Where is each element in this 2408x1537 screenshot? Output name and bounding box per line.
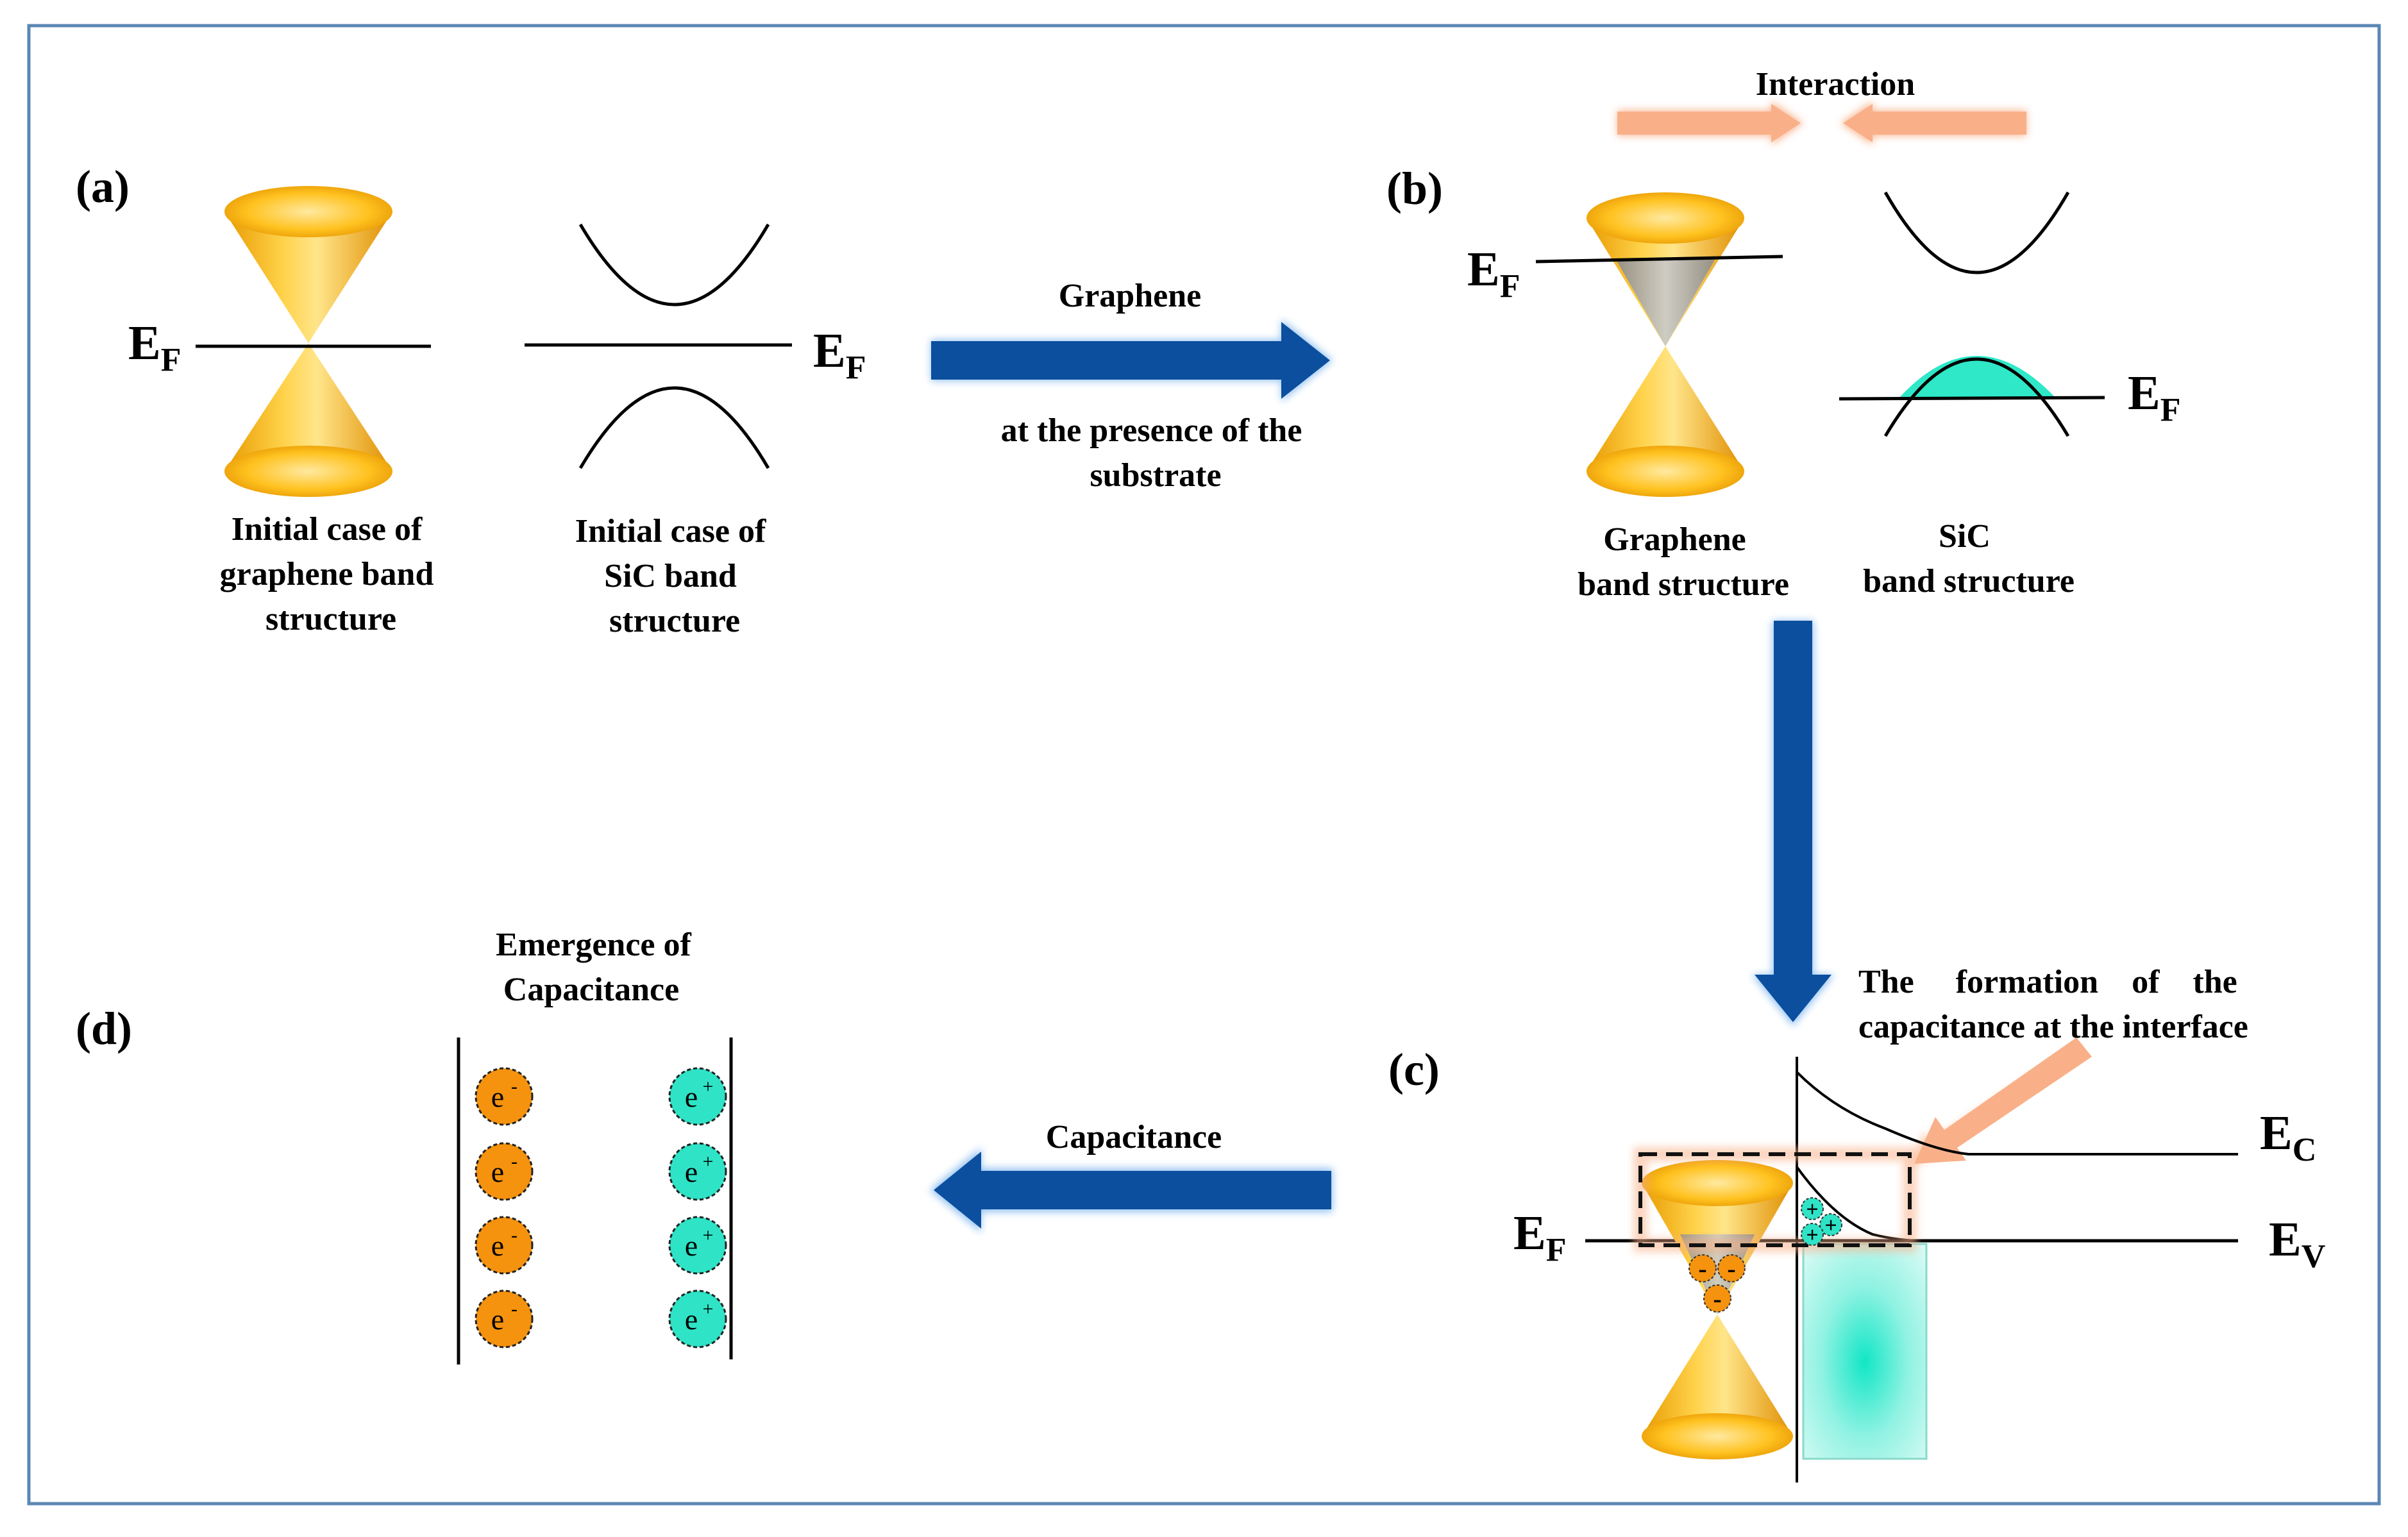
svg-text:+: + [1806, 1198, 1818, 1222]
dirac-cone-icon [1642, 1160, 1793, 1459]
flow-arrow-icon [1752, 621, 1834, 1026]
electron-icon-sign: - [511, 1076, 518, 1097]
fermi-level-label: EF [1513, 1206, 1566, 1268]
hole-icon: e+ [668, 1216, 727, 1275]
electron-icon-label: e [491, 1080, 504, 1113]
arrow-label-substrate: at the presence of the substrate [1001, 412, 1311, 494]
electron-icon: - [1703, 1284, 1731, 1313]
hole-icon: e+ [668, 1289, 727, 1348]
fermi-level-label: EF [813, 324, 866, 386]
sic-substrate-block [1802, 1243, 1928, 1460]
fermi-level-label: EF [1467, 242, 1520, 305]
svg-text:+: + [1824, 1214, 1837, 1238]
electron-icon: - [1717, 1254, 1746, 1283]
graphene-caption: Initial case of graphene band structure [220, 511, 442, 637]
svg-text:-: - [1698, 1254, 1706, 1283]
interaction-arrows [1617, 101, 2026, 145]
electron-icon-label: e [491, 1155, 504, 1188]
graphene-caption: Graphene band structure [1578, 521, 1789, 603]
arrow-label-graphene: Graphene [1059, 278, 1201, 314]
hole-icon-sign: + [703, 1076, 714, 1097]
fermi-level-line [1535, 255, 1783, 264]
hole-icon-label: e [685, 1155, 698, 1188]
hole-icon: + [1801, 1223, 1824, 1247]
hole-icon-label: e [685, 1080, 698, 1113]
panel-label-d: (d) [76, 1003, 132, 1054]
electron-icon-sign: - [511, 1151, 518, 1172]
electron-icon: e- [475, 1216, 534, 1275]
band-curve-icon [578, 386, 770, 469]
ec-label: EC [2260, 1106, 2316, 1168]
electron-icon: e- [475, 1067, 534, 1126]
fermi-level-line [1839, 396, 2105, 401]
interface-dashed-box [1638, 1152, 1912, 1247]
band-curve-icon [1883, 191, 2070, 274]
hole-icon: + [1819, 1213, 1842, 1238]
dirac-cone-icon [1587, 192, 1744, 497]
ev-label: EV [2269, 1213, 2325, 1275]
flow-arrow-icon [930, 1148, 1333, 1232]
hole-icon-sign: + [703, 1225, 714, 1246]
panel-label-a: (a) [76, 161, 130, 212]
fermi-level-label: EF [2128, 366, 2180, 428]
capacitance-title: Emergence of Capacitance [496, 927, 700, 1008]
electron-icon: e- [475, 1289, 534, 1348]
sic-caption: SiC band structure [1863, 518, 2075, 600]
interaction-label: Interaction [1756, 66, 1915, 103]
svg-text:-: - [1727, 1254, 1735, 1283]
electron-icon-sign: - [511, 1225, 518, 1246]
hole-icon: e+ [668, 1067, 727, 1126]
hole-icon: e+ [668, 1142, 727, 1201]
panel-label-b: (b) [1386, 163, 1443, 214]
sic-caption: Initial case of SiC band structure [575, 513, 775, 639]
sic-filled-band [1899, 356, 2055, 398]
electron-icon-sign: - [511, 1298, 518, 1320]
hole-icon-sign: + [703, 1151, 714, 1172]
electron-icon: - [1688, 1254, 1717, 1283]
svg-text:-: - [1713, 1284, 1721, 1313]
arrow-label-capacitance: Capacitance [1046, 1119, 1222, 1155]
electron-icon-label: e [491, 1303, 504, 1336]
electron-icon-label: e [491, 1229, 504, 1262]
hole-icon-sign: + [703, 1298, 714, 1320]
svg-text:+: + [1806, 1223, 1818, 1247]
electron-icon: e- [475, 1142, 534, 1201]
hole-icon: + [1801, 1197, 1824, 1222]
dirac-cone-icon [224, 186, 392, 497]
hole-icon-label: e [685, 1303, 698, 1336]
capacitance-callout: The formation of the capacitance at the … [1858, 964, 2248, 1045]
fermi-level-label: EF [128, 316, 181, 378]
flow-arrow-icon [931, 319, 1333, 401]
callout-arrow [1908, 1037, 2092, 1167]
band-curve-icon [578, 223, 770, 307]
hole-icon-label: e [685, 1229, 698, 1262]
conduction-band [1796, 1071, 2238, 1155]
panel-label-c: (c) [1388, 1044, 1440, 1095]
